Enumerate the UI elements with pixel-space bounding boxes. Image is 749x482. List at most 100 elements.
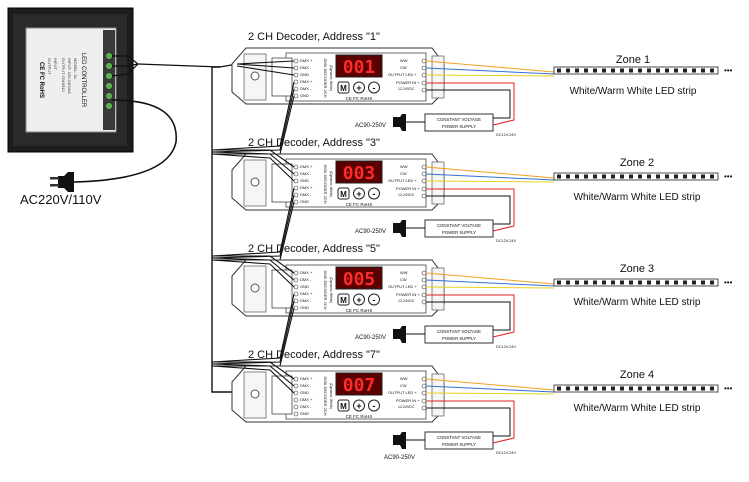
dc-output-label: DC12V-24V: [496, 345, 517, 349]
controller-label-line: OUTPUT: DMX512: [61, 58, 66, 93]
plug-icon: [393, 326, 406, 343]
led-chip: [566, 386, 570, 391]
address-display-digits: 005: [343, 269, 376, 290]
strip-band: [553, 172, 719, 181]
zone: Zone 1 ••• White/Warm White LED strip: [553, 54, 733, 97]
led-chip: [584, 68, 588, 73]
led-chip: [683, 280, 687, 285]
plus-button[interactable]: [353, 81, 365, 94]
mode-button[interactable]: [337, 399, 350, 412]
plug-icon: [393, 432, 406, 449]
led-chip: [665, 174, 669, 179]
cert-marks: CE FC RoHS: [346, 414, 373, 419]
strip-label: White/Warm White LED strip: [570, 86, 697, 97]
plus-button[interactable]: [353, 399, 365, 412]
led-chip: [584, 386, 588, 391]
decoder-unit: 2 CH Decoder, Address "1" DMX + DMX - GN…: [211, 31, 555, 155]
dc-output-label: DC12V-24V: [496, 133, 517, 137]
led-chip: [656, 386, 660, 391]
led-chip: [656, 280, 660, 285]
address-display-digits: 001: [343, 57, 376, 78]
led-chip: [575, 68, 579, 73]
mode-button-label: M: [340, 84, 347, 93]
product-sub: (Dynamic White): [329, 383, 333, 409]
led-chip: [602, 280, 606, 285]
psu-label: CONSTANT VOLTAGE: [437, 329, 481, 334]
led-chip: [638, 174, 642, 179]
led-chip: [584, 174, 588, 179]
psu-label: CONSTANT VOLTAGE: [437, 435, 481, 440]
plug-icon: [393, 114, 406, 131]
minus-button[interactable]: [368, 81, 380, 94]
dmx-terminal-label: DMX +: [300, 58, 313, 63]
product-sub: (Dynamic White): [329, 277, 333, 303]
decoder-unit: 2 CH Decoder, Address "7" DMX + DMX - GN…: [211, 349, 555, 461]
power-in-label: POWER IN +: [396, 80, 420, 85]
led-chip: [674, 280, 678, 285]
dmx-terminal-label: GND: [300, 72, 309, 77]
controller-wires: [71, 55, 238, 393]
plug-icon: [393, 220, 406, 237]
plug-icon: [50, 172, 74, 192]
product-sub: (Dynamic White): [329, 65, 333, 91]
dmx-terminal-label: GND: [300, 411, 309, 416]
minus-button[interactable]: [368, 187, 380, 200]
zone-name: Zone 2: [620, 157, 654, 169]
product-name: DMX DECODER 2CH: [323, 58, 328, 97]
led-chip: [647, 68, 651, 73]
led-chip: [692, 174, 696, 179]
led-chip: [665, 386, 669, 391]
dmx-terminal-label: DMX +: [300, 79, 313, 84]
power-in-label: POWER IN +: [396, 292, 420, 297]
mode-button[interactable]: [337, 81, 350, 94]
mode-button[interactable]: [337, 293, 350, 306]
plus-button-label: +: [356, 401, 361, 411]
led-chip: [593, 280, 597, 285]
psu-label: POWER SUPPLY: [442, 230, 476, 235]
ac-input-label: AC90-250V: [355, 123, 386, 129]
led-chip: [683, 68, 687, 73]
psu-label: POWER SUPPLY: [442, 124, 476, 129]
led-chip: [620, 68, 624, 73]
controller-title: LED CONTROLLER: [80, 53, 86, 108]
decoder-unit: 2 CH Decoder, Address "3" DMX + DMX - GN…: [211, 137, 555, 261]
plus-button-label: +: [356, 295, 361, 305]
strip-dots-icon: •••: [724, 172, 733, 181]
cert-marks: CE FC RoHS: [346, 96, 373, 101]
led-chip: [629, 386, 633, 391]
mains-label: AC220V/110V: [20, 192, 102, 207]
dmx-terminal-label: DMX +: [300, 185, 313, 190]
led-chip: [620, 386, 624, 391]
zone: Zone 2 ••• White/Warm White LED strip: [553, 157, 733, 203]
plus-button[interactable]: [353, 293, 365, 306]
led-chip: [611, 280, 615, 285]
dmx-terminal-label: DMX +: [300, 270, 313, 275]
strip-dots-icon: •••: [724, 384, 733, 393]
led-chip: [701, 174, 705, 179]
led-out-label: OUTPUT LED +: [388, 72, 417, 77]
led-chip: [656, 174, 660, 179]
minus-button[interactable]: [368, 399, 380, 412]
plus-button[interactable]: [353, 187, 365, 200]
address-display: [335, 54, 383, 78]
led-strip: •••: [553, 172, 733, 181]
led-chip: [710, 386, 714, 391]
minus-button-label: -: [373, 83, 376, 93]
led-chip: [638, 68, 642, 73]
plus-button-label: +: [356, 189, 361, 199]
strip-dots-icon: •••: [724, 278, 733, 287]
decoder-title: 2 CH Decoder, Address "1": [248, 31, 380, 43]
zone-name: Zone 4: [620, 369, 654, 381]
led-chip: [557, 386, 561, 391]
dmx-terminal-label: DMX -: [300, 298, 312, 303]
led-out-label: OUTPUT LED +: [388, 284, 417, 289]
address-display: [335, 266, 383, 290]
dmx-terminal-label: DMX -: [300, 86, 312, 91]
dmx-terminal-label: GND: [300, 178, 309, 183]
ac-input-label: AC90-250V: [355, 335, 386, 341]
zone: Zone 3 ••• White/Warm White LED strip: [553, 263, 733, 308]
dmx-terminal-label: DMX +: [300, 397, 313, 402]
mode-button[interactable]: [337, 187, 350, 200]
minus-button[interactable]: [368, 293, 380, 306]
led-chip: [710, 174, 714, 179]
